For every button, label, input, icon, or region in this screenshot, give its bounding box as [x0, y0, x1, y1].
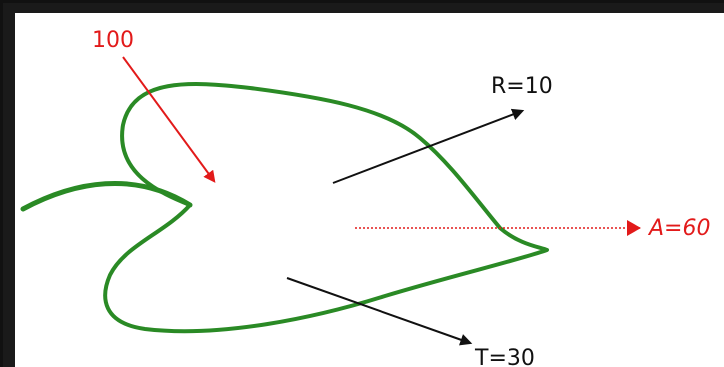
incident-arrow	[122, 56, 216, 183]
leaf-outline	[103, 82, 549, 334]
transmitted-arrow	[286, 277, 473, 346]
transmitted-label: T=30	[474, 346, 535, 367]
leaf-stem	[20, 180, 193, 212]
incident-label: 100	[92, 28, 134, 53]
absorbed-label: A=60	[647, 216, 710, 241]
reflected-arrow	[332, 108, 525, 184]
leaf-light-diagram: 100 R=10 A=60 T=30	[20, 28, 710, 367]
absorbed-arrowhead	[627, 220, 641, 236]
reflected-label: R=10	[491, 74, 553, 99]
diagram-canvas: 100 R=10 A=60 T=30	[15, 13, 724, 367]
